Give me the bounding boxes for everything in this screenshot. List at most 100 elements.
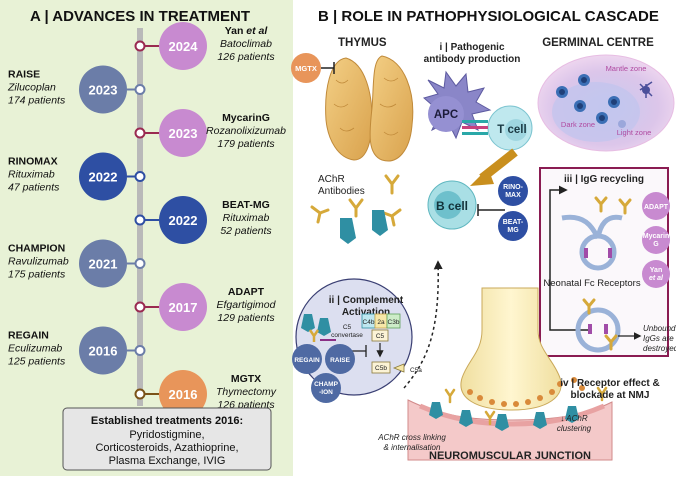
c5-block (371, 329, 389, 342)
trial-name: CHAMPION (8, 243, 65, 255)
panel-b-title: B | ROLE IN PATHOPHYSIOLOGICAL CASCADE (318, 8, 659, 25)
rinomax-badge-label: RINO- (503, 184, 524, 191)
mycaring-badge-label: G (653, 241, 659, 248)
light-zone-label: Light zone (617, 128, 652, 137)
c5b-label: C5b (375, 365, 387, 372)
patient-count: 179 patients (217, 138, 275, 150)
c4b-label: C4b (363, 319, 375, 326)
year-badge-label: 2017 (169, 300, 198, 315)
timeline-node (134, 127, 146, 139)
receptor-effect-subtitle: blockade at NMJ (571, 390, 650, 401)
endosome-membrane (561, 214, 623, 353)
adapt-badge-label: ADAPT (644, 204, 669, 211)
complement-title: ii | Complement (329, 295, 404, 306)
t-cell-nucleus (505, 119, 527, 141)
postsynaptic-membrane (418, 403, 605, 427)
drug-name: Thymectomy (216, 386, 277, 398)
beatmg-badge (498, 211, 528, 241)
timeline-node (134, 40, 146, 52)
igg-icons (582, 196, 632, 351)
unbound-iggs-label: IgGs are (643, 334, 674, 343)
drug-name: Zilucoplan (7, 82, 56, 94)
panel-a-title: A | ADVANCES IN TREATMENT (30, 8, 250, 25)
patient-count: 125 patients (8, 356, 66, 368)
acetylcholine-receptor-icons (340, 210, 388, 244)
c5-convertase-label: C5 (343, 324, 352, 331)
raise-badge-label: RAISE (330, 357, 351, 364)
acetylcholine-vesicles (467, 377, 585, 407)
trial-name: Yan et al (225, 25, 269, 37)
germinal-cells (556, 74, 653, 128)
germinal-centre-label: GERMINAL CENTRE (542, 37, 654, 49)
year-badge (159, 22, 207, 70)
year-badge (79, 326, 127, 375)
trial-name: ADAPT (228, 286, 265, 298)
panel-a-background (0, 0, 293, 476)
year-badge-label: 2016 (169, 387, 198, 402)
crosslink-label: & internalisation (384, 443, 441, 452)
timeline-node (134, 301, 146, 313)
yan-badge-label: et al (649, 275, 664, 282)
dark-zone-region (552, 82, 640, 142)
timeline-node (134, 214, 146, 226)
champion-badge (311, 373, 341, 403)
year-badge-label: 2021 (89, 257, 118, 272)
trial-name: MGTX (231, 373, 261, 385)
b-cell-nucleus (434, 191, 462, 219)
apc-label: APC (434, 109, 458, 121)
patient-count: 52 patients (220, 225, 272, 237)
trial-name: REGAIN (8, 330, 49, 342)
receptor-effect-title: iv | Receptor effect & (560, 378, 660, 389)
achr-clustering-label: clustering (557, 424, 592, 433)
patient-count: 126 patients (217, 51, 275, 63)
year-badge-label: 2016 (89, 344, 118, 359)
c5b-block (371, 361, 391, 374)
inhibition-arrow (321, 62, 335, 74)
dark-zone-label: Dark zone (561, 120, 595, 129)
regain-badge (292, 344, 322, 374)
year-badge (159, 196, 207, 244)
raise-badge (325, 344, 355, 374)
mycaring-badge-label: Mycarin (643, 233, 669, 240)
fc-receptor-icons (584, 248, 612, 334)
c5-convertase-label: convertase (331, 332, 363, 339)
mycaring-badge (642, 226, 670, 254)
timeline-node (134, 388, 146, 400)
drug-name: Rituximab (223, 212, 270, 224)
year-badge (159, 109, 207, 157)
antibody-icons (310, 174, 402, 227)
achr-antibodies-label: Antibodies (318, 186, 365, 197)
champion-badge-label: -ION (319, 389, 333, 396)
beatmg-badge-label: MG (507, 227, 519, 234)
established-treatments-title: Established treatments 2016: (91, 415, 243, 427)
beatmg-badge-label: BEAT- (503, 219, 524, 226)
c5-label: C5 (376, 333, 385, 340)
neuromuscular-junction-label: NEUROMUSCULAR JUNCTION (429, 450, 591, 462)
c5a-fragment (392, 363, 405, 373)
complement-subtitle: Activation (342, 307, 390, 318)
activation-arrow-head (470, 168, 494, 186)
antibody-icon (308, 329, 320, 342)
unbound-iggs-label: Unbound (643, 324, 676, 333)
established-treatments-box (62, 407, 272, 471)
recycling-arrow (549, 185, 568, 292)
c5a-label: C5a (410, 367, 422, 374)
timeline-node (134, 171, 146, 182)
timeline-node (134, 258, 146, 269)
crosslink-label: AChR cross linking (377, 433, 446, 442)
nmj-antibody-icons (444, 386, 608, 426)
drug-name: Ravulizumab (8, 256, 69, 268)
year-badge (79, 65, 127, 114)
year-badge (79, 152, 127, 201)
champion-badge-label: CHAMP (314, 381, 338, 388)
trial-name: MycarinG (222, 112, 270, 124)
mgtx-badge-label: MGTX (295, 64, 317, 73)
patient-count: 174 patients (8, 95, 66, 107)
thymus-label: THYMUS (338, 37, 387, 49)
year-badge-label: 2023 (169, 126, 198, 141)
drug-name: Rituximab (8, 169, 55, 181)
established-treatment-line: Plasma Exchange, IVIG (109, 455, 226, 467)
